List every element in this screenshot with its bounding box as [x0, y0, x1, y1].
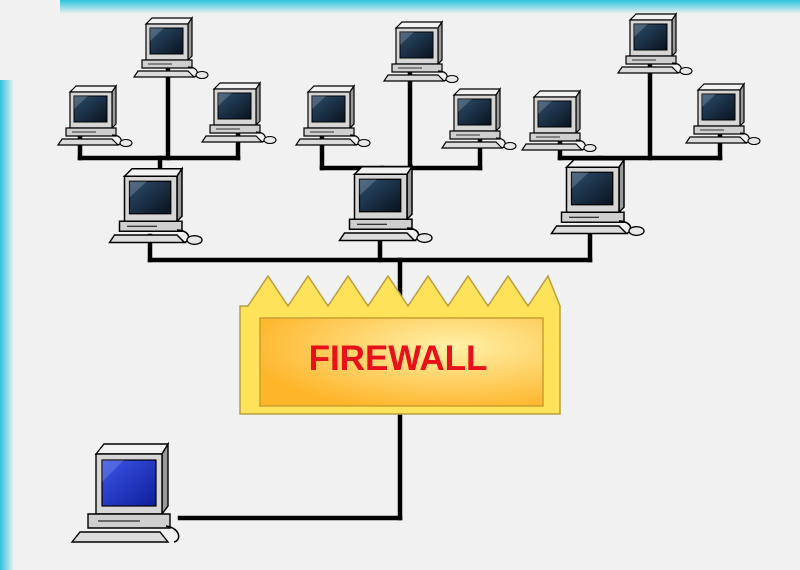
firewall-label: FIREWALL	[309, 339, 488, 378]
frame-top-accent	[60, 0, 800, 14]
frame-left-accent	[0, 80, 14, 570]
firewall-block: FIREWALL	[239, 274, 561, 415]
firewall-inner-panel	[259, 317, 544, 407]
